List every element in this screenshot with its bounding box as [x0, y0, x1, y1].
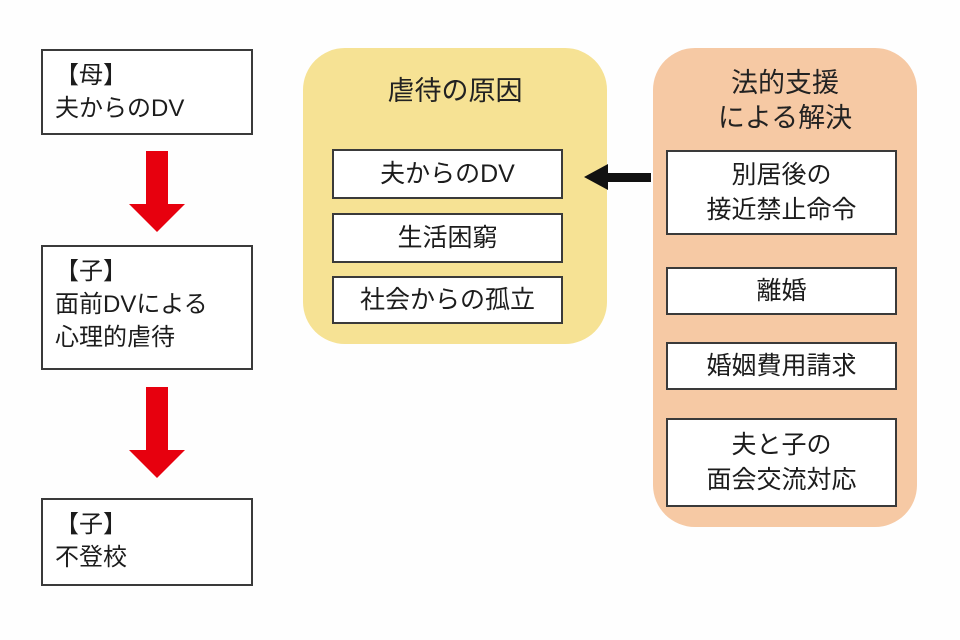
legal-item-marriage-expenses-claim: 婚姻費用請求: [666, 342, 897, 390]
red-arrow-shaft: [146, 151, 168, 205]
causes-panel-title: 虐待の原因: [387, 76, 523, 106]
flow-box-child-psychological-abuse: 【子】 面前DVによる 心理的虐待: [41, 245, 253, 370]
red-arrow-head: [129, 204, 185, 232]
legal-panel-title: 法的支援 による解決: [717, 68, 853, 134]
flow-box-mother-dv: 【母】 夫からのDV: [41, 49, 253, 135]
legal-item-restraining-order: 別居後の 接近禁止命令: [666, 150, 897, 235]
black-left-arrow-icon: [584, 164, 651, 190]
legal-item-divorce: 離婚: [666, 267, 897, 315]
red-down-arrow-icon: [129, 151, 185, 232]
cause-item-social-isolation: 社会からの孤立: [332, 276, 563, 324]
flow-box-child-school-refusal: 【子】 不登校: [41, 498, 253, 586]
cause-item-dv-from-husband: 夫からのDV: [332, 149, 563, 199]
red-arrow-head: [129, 450, 185, 478]
red-down-arrow-icon: [129, 387, 185, 478]
cause-item-poverty: 生活困窮: [332, 213, 563, 263]
red-arrow-shaft: [146, 387, 168, 451]
black-arrow-head: [584, 164, 608, 190]
legal-item-visitation-arrangement: 夫と子の 面会交流対応: [666, 418, 897, 507]
black-arrow-shaft: [606, 173, 651, 182]
